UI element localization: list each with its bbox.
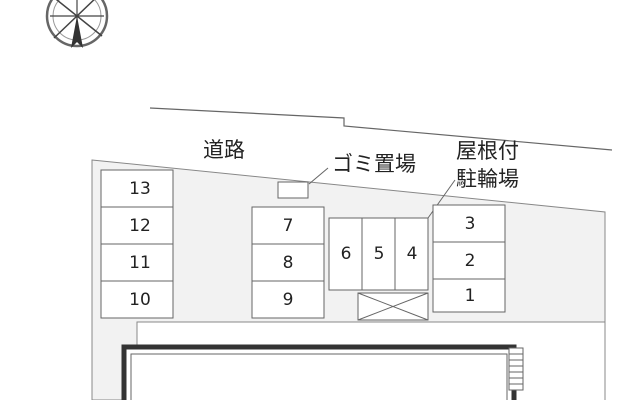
garbage-area xyxy=(277,181,309,199)
parking-space-8: 8 xyxy=(283,253,294,273)
crossed-area xyxy=(357,292,429,321)
building-inner xyxy=(130,353,508,404)
parking-space-11: 11 xyxy=(129,253,151,273)
road-label: 道路 xyxy=(203,138,245,162)
parking-middle-column: 7 8 9 xyxy=(251,206,325,319)
bike-parking-label-line2: 駐輪場 xyxy=(456,167,519,191)
bike-slots: 6 5 4 xyxy=(328,217,429,291)
bike-parking-label-line1: 屋根付 xyxy=(456,139,519,163)
parking-space-10: 10 xyxy=(129,290,151,310)
parking-space-2: 2 xyxy=(465,251,476,271)
stairs-icon xyxy=(508,347,524,391)
parking-space-12: 12 xyxy=(129,216,151,236)
garbage-leader xyxy=(308,167,329,185)
parking-space-13: 13 xyxy=(129,179,151,199)
parking-space-3: 3 xyxy=(465,214,476,234)
parking-space-7: 7 xyxy=(283,216,294,236)
parking-space-1: 1 xyxy=(465,286,476,306)
parking-left-column: 13 12 11 10 xyxy=(100,169,174,319)
bike-slot-5: 5 xyxy=(374,244,385,264)
parking-right-column: 3 2 1 xyxy=(432,204,506,313)
bike-slot-4: 4 xyxy=(407,244,418,264)
road-edge xyxy=(149,107,613,151)
compass-icon xyxy=(45,0,109,48)
parking-space-9: 9 xyxy=(283,290,294,310)
bike-slot-6: 6 xyxy=(341,244,352,264)
garbage-label: ゴミ置場 xyxy=(332,152,416,176)
